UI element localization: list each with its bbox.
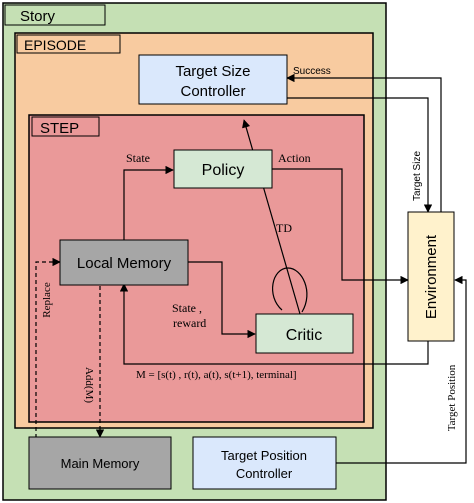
edge-targetposition-environment bbox=[336, 275, 467, 464]
episode-label: EPISODE bbox=[24, 37, 86, 53]
step-label: STEP bbox=[40, 120, 79, 137]
critic-label: Critic bbox=[286, 327, 322, 344]
target-size-label: Target Size bbox=[412, 151, 423, 201]
memory-tuple-label: M = [s(t) , r(t), a(t), s(t+1), terminal… bbox=[136, 369, 297, 381]
action-label: Action bbox=[278, 151, 311, 165]
edge-localmemory-critic bbox=[188, 261, 256, 339]
edge-policy-environment bbox=[272, 168, 409, 285]
main-memory-label: Main Memory bbox=[61, 456, 140, 471]
edge-replace bbox=[35, 257, 61, 445]
edge-environment-targetsize-success bbox=[286, 73, 442, 212]
success-label: Success bbox=[293, 66, 331, 77]
environment-label: Environment bbox=[423, 234, 440, 319]
policy-label: Policy bbox=[202, 162, 245, 179]
critic-node: Critic bbox=[255, 313, 354, 354]
edge-localmemory-policy bbox=[123, 165, 174, 240]
target-position-controller-node: Target Position Controller bbox=[192, 436, 337, 490]
add-label: Add(M) bbox=[83, 367, 95, 403]
target-position-label: Target Position bbox=[446, 364, 458, 431]
state-reward-label-line1: State , bbox=[172, 301, 202, 315]
state-reward-label-line2: reward bbox=[173, 316, 206, 330]
edge-targetsize-environment bbox=[287, 97, 433, 213]
td-loop bbox=[272, 267, 308, 313]
target-position-controller-line2: Controller bbox=[236, 466, 293, 481]
state-label: State bbox=[126, 151, 150, 165]
local-memory-node: Local Memory bbox=[59, 239, 189, 286]
edge-environment-localmemory bbox=[119, 283, 429, 365]
story-label: Story bbox=[20, 8, 56, 25]
td-label: TD bbox=[276, 221, 292, 235]
target-size-controller-line2: Controller bbox=[180, 83, 245, 100]
replace-label: Replace bbox=[41, 282, 53, 318]
local-memory-label: Local Memory bbox=[77, 255, 172, 272]
policy-node: Policy bbox=[173, 149, 273, 189]
edge-labels: Success Target Size State Action TD Stat… bbox=[41, 66, 458, 431]
main-memory-node: Main Memory bbox=[28, 436, 172, 490]
target-position-controller-line1: Target Position bbox=[221, 448, 307, 463]
target-size-controller-node: Target Size Controller bbox=[138, 54, 288, 105]
target-size-controller-line1: Target Size bbox=[175, 63, 250, 80]
environment-node: Environment bbox=[407, 211, 455, 342]
